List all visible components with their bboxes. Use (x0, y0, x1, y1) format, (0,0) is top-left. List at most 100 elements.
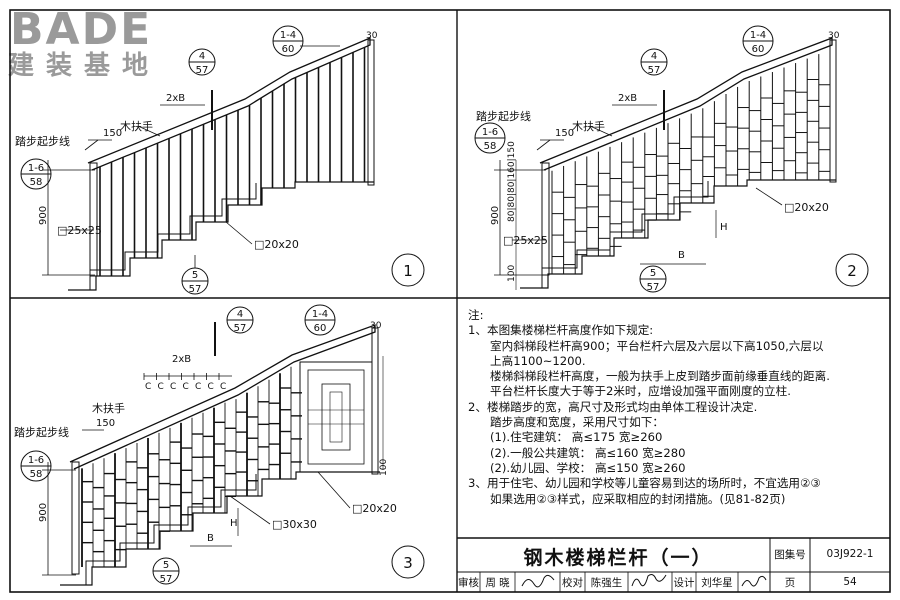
panel-3-rise: H (230, 518, 238, 529)
panel-2-spacing: 2xB (618, 93, 637, 104)
panel-3-post-label: □30x30 (272, 518, 317, 531)
panel-1-edge: 30 (366, 31, 378, 41)
panel-2-number: 2 (835, 253, 869, 287)
panel-3-offset: 150 (96, 418, 115, 429)
c-mark: C (158, 382, 164, 392)
panel-3-baluster-label: □20x20 (352, 502, 397, 515)
panel-1: 150 2xB 木扶手 踏步起步线 900 □25x25 □20x20 30 1… (15, 25, 425, 295)
panel-3-spacing: 2xB (172, 354, 191, 365)
note-line: (2).幼儿园、学校： 高≤150 宽≥260 (490, 460, 686, 475)
panel-2-handrail-label: 木扶手 (572, 119, 605, 133)
svg-text:1-6: 1-6 (482, 127, 498, 138)
c-mark: C (220, 382, 226, 392)
panel-1-ref-4: 4 57 (188, 48, 216, 76)
svg-text:60: 60 (282, 44, 295, 55)
panel-3-step-start-label: 踏步起步线 (14, 425, 69, 439)
panel-1-handrail-label: 木扶手 (120, 119, 153, 133)
panel-2-post-label: □25x25 (503, 234, 548, 247)
panel-2-bottom-gap: 100 (507, 265, 517, 282)
svg-text:57: 57 (648, 65, 661, 76)
check-name: 陈强生 (590, 576, 623, 589)
page-label: 页 (784, 576, 796, 589)
panel-3-height: 900 (38, 503, 49, 522)
notes-heading: 注: (468, 308, 484, 322)
svg-text:1-4: 1-4 (280, 30, 296, 41)
note-line: 如果选用②③样式，应采取相应的封闭措施。(见81-82页) (490, 491, 786, 506)
svg-text:1-4: 1-4 (750, 30, 766, 41)
notes-list: 1、本图集楼梯栏杆高度作如下规定:室内斜梯段栏杆高900；平台栏杆六层及六层以下… (468, 323, 888, 507)
design-label: 设计 (673, 576, 695, 589)
page-number: 54 (843, 576, 857, 588)
panel-1-height: 900 (38, 206, 49, 225)
design-signature (741, 575, 767, 587)
svg-text:57: 57 (647, 282, 660, 293)
note-line: 平台栏杆长度大于等于2米时，应增设加强平面刚度的立柱. (490, 384, 791, 399)
panel-2-step-start-label: 踏步起步线 (476, 109, 531, 123)
logo-subtitle: 建装基地 (8, 51, 160, 81)
svg-text:1-6: 1-6 (28, 455, 44, 466)
svg-text:4: 4 (199, 51, 205, 62)
c-mark: C (170, 382, 176, 392)
note-line: 2、楼梯踏步的宽，高尺寸及形式均由单体工程设计决定. (468, 399, 758, 414)
atlas-label: 图集号 (774, 548, 806, 561)
panel-1-post-label: □25x25 (57, 224, 102, 237)
svg-text:60: 60 (314, 323, 327, 334)
c-mark: C (208, 382, 214, 392)
panel-3-ref-1-4: 1-4 60 (304, 304, 336, 336)
panel-3-ref-1-6: 1-6 58 (20, 450, 52, 482)
note-line: 室内斜梯段栏杆高900；平台栏杆六层及六层以下高1050,六层以 (490, 338, 824, 353)
svg-text:3: 3 (403, 554, 413, 572)
panel-2-tread: B (678, 250, 685, 261)
svg-text:4: 4 (237, 309, 243, 320)
svg-text:5: 5 (163, 560, 169, 571)
panel-2-ref-1-4: 1-4 60 (742, 25, 774, 57)
panel-1-number: 1 (391, 253, 425, 287)
svg-text:57: 57 (234, 323, 247, 334)
notes-block: 注: 1、本图集楼梯栏杆高度作如下规定:室内斜梯段栏杆高900；平台栏杆六层及六… (468, 308, 888, 507)
panel-2-edge: 30 (828, 31, 840, 41)
panel-3-ref-4: 4 57 (226, 306, 254, 334)
svg-text:5: 5 (650, 268, 656, 279)
check-signature (631, 574, 667, 587)
panel-3-handrail-label: 木扶手 (92, 401, 125, 415)
panel-2-baluster-label: □20x20 (784, 201, 829, 214)
note-line: (2).一般公共建筑： 高≤160 宽≥280 (490, 445, 686, 460)
panel-2: 150 2xB 木扶手 踏步起步线 900 80|80|80|160|150 1… (474, 25, 869, 293)
svg-text:57: 57 (189, 284, 202, 295)
note-line: 1、本图集楼梯栏杆高度作如下规定: (468, 323, 654, 338)
c-mark: C (183, 382, 189, 392)
panel-2-rise: H (720, 222, 728, 233)
panel-1-ref-1-4: 1-4 60 (272, 25, 304, 57)
panel-2-offset: 150 (555, 128, 574, 139)
panel-3-tread: B (207, 533, 214, 544)
drawing-title: 钢木楼梯栏杆（一） (523, 546, 713, 569)
panel-2-stack-dims: 80|80|80|160|150 (507, 141, 517, 222)
c-mark: C (145, 382, 151, 392)
panel-1-ref-5: 5 57 (181, 255, 209, 295)
svg-text:2: 2 (847, 262, 857, 280)
svg-text:1: 1 (403, 262, 413, 280)
note-line: (1).住宅建筑： 高≤175 宽≥260 (490, 430, 663, 445)
panel-1-ref-1-6: 1-6 58 (20, 158, 52, 190)
svg-text:58: 58 (30, 469, 43, 480)
panel-3-ref-5: 5 57 (152, 557, 180, 585)
svg-text:58: 58 (484, 141, 497, 152)
panel-3-bottom-gap: 100 (379, 459, 389, 476)
svg-text:1-6: 1-6 (28, 163, 44, 174)
design-name: 刘华星 (701, 576, 733, 589)
panel-2-ref-5: 5 57 (639, 265, 667, 293)
panel-3-edge: 30 (370, 321, 382, 331)
note-line: 踏步高度和宽度，采用尺寸如下： (490, 415, 664, 430)
logo-brand: BADE (10, 4, 152, 55)
atlas-number: 03J922-1 (826, 548, 874, 560)
svg-text:60: 60 (752, 44, 765, 55)
panel-2-ref-4: 4 57 (640, 48, 668, 76)
panel-1-step-start-label: 踏步起步线 (15, 134, 70, 148)
svg-text:57: 57 (160, 574, 173, 585)
note-line: 楼梯斜梯段栏杆高度，一般为扶手上皮到踏步面前缘垂直线的距离. (490, 369, 830, 384)
review-name: 周 晓 (485, 576, 510, 589)
c-mark: C (195, 382, 201, 392)
